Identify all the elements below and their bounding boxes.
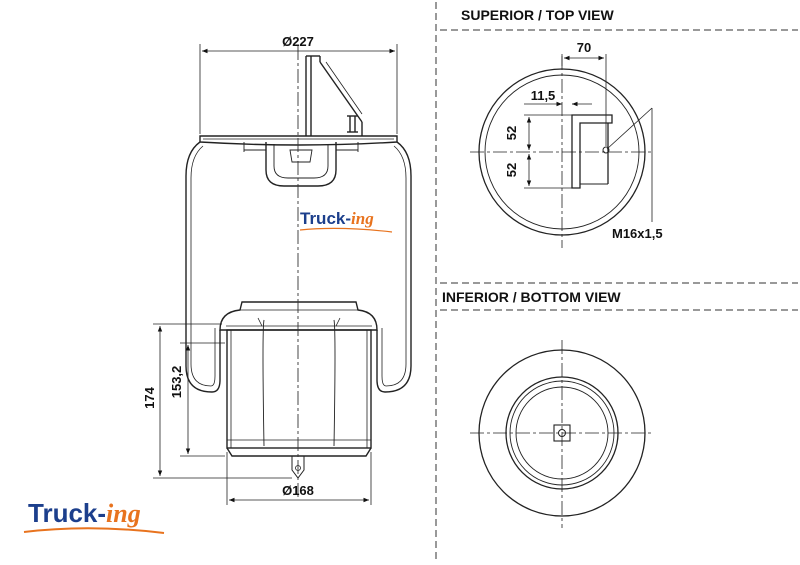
bellows-logo-accent: ing	[351, 209, 374, 228]
dim-bottom-diameter: Ø168	[282, 483, 314, 498]
bellows-logo-main: Truck-	[300, 209, 351, 228]
bellows-logo: Truck-ing	[299, 209, 393, 233]
svg-text:Truck-ing: Truck-ing	[300, 209, 374, 228]
side-dimensions	[153, 44, 398, 505]
top-plate	[199, 135, 398, 146]
bellows	[185, 141, 221, 393]
top-insert	[265, 142, 337, 187]
top-view	[470, 56, 654, 248]
dim-offset: 70	[577, 40, 591, 55]
dim-lower: 52	[504, 163, 519, 177]
dim-top-diameter: Ø227	[282, 34, 314, 49]
piston	[226, 329, 372, 449]
dim-height-piston: 153,2	[169, 366, 184, 399]
brand-logo-accent: ing	[106, 499, 141, 528]
dim-plate: 11,5	[531, 88, 556, 103]
top-view-title: SUPERIOR / TOP VIEW	[461, 7, 615, 23]
top-view-dimensions	[524, 54, 653, 222]
view-dividers	[435, 2, 798, 562]
dim-thread: M16x1,5	[612, 226, 663, 241]
piston-collar	[219, 301, 378, 331]
mounting-bracket	[305, 55, 363, 136]
bottom-view-title: INFERIOR / BOTTOM VIEW	[442, 289, 621, 305]
side-view	[185, 55, 412, 479]
dim-upper: 52	[504, 126, 519, 140]
brand-logo-main: Truck-	[28, 498, 106, 528]
svg-text:Truck-ing: Truck-ing	[28, 498, 141, 528]
dim-height-total: 174	[142, 386, 157, 408]
bottom-view	[470, 340, 654, 528]
brand-logo: Truck-ing	[23, 498, 165, 534]
